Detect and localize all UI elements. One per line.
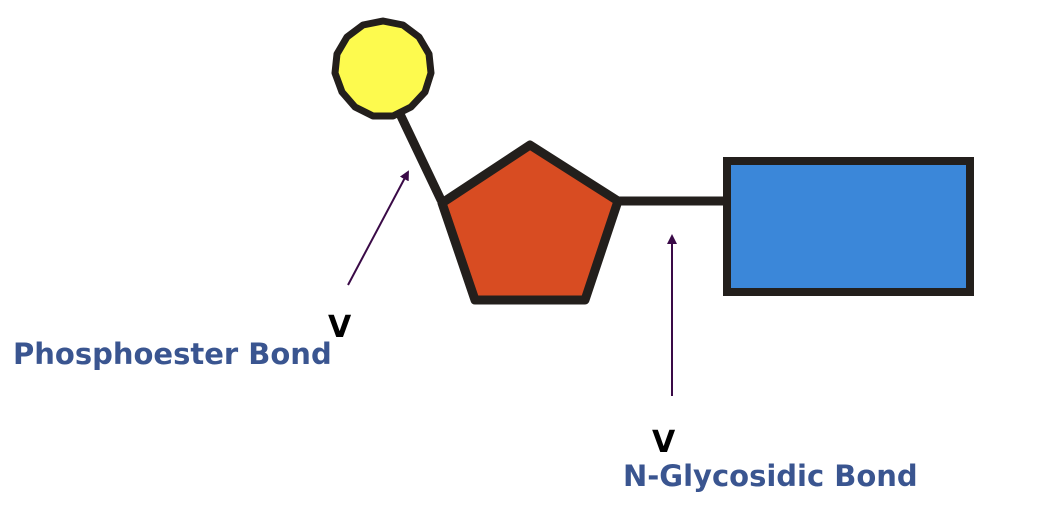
phosphate-sugar-connector [395, 109, 446, 205]
sugar-pentagon [437, 140, 623, 305]
n-glycosidic-v-mark: V [652, 425, 676, 460]
phosphate-circle [331, 17, 435, 120]
base-rectangle [723, 157, 974, 296]
phosphoester-v-mark: V [328, 310, 352, 345]
n-glycosidic-bond-label: N-Glycosidic Bond [623, 459, 918, 493]
phosphoester-arrow [347, 170, 409, 286]
phosphoester-bond-label: Phosphoester Bond [13, 337, 332, 371]
